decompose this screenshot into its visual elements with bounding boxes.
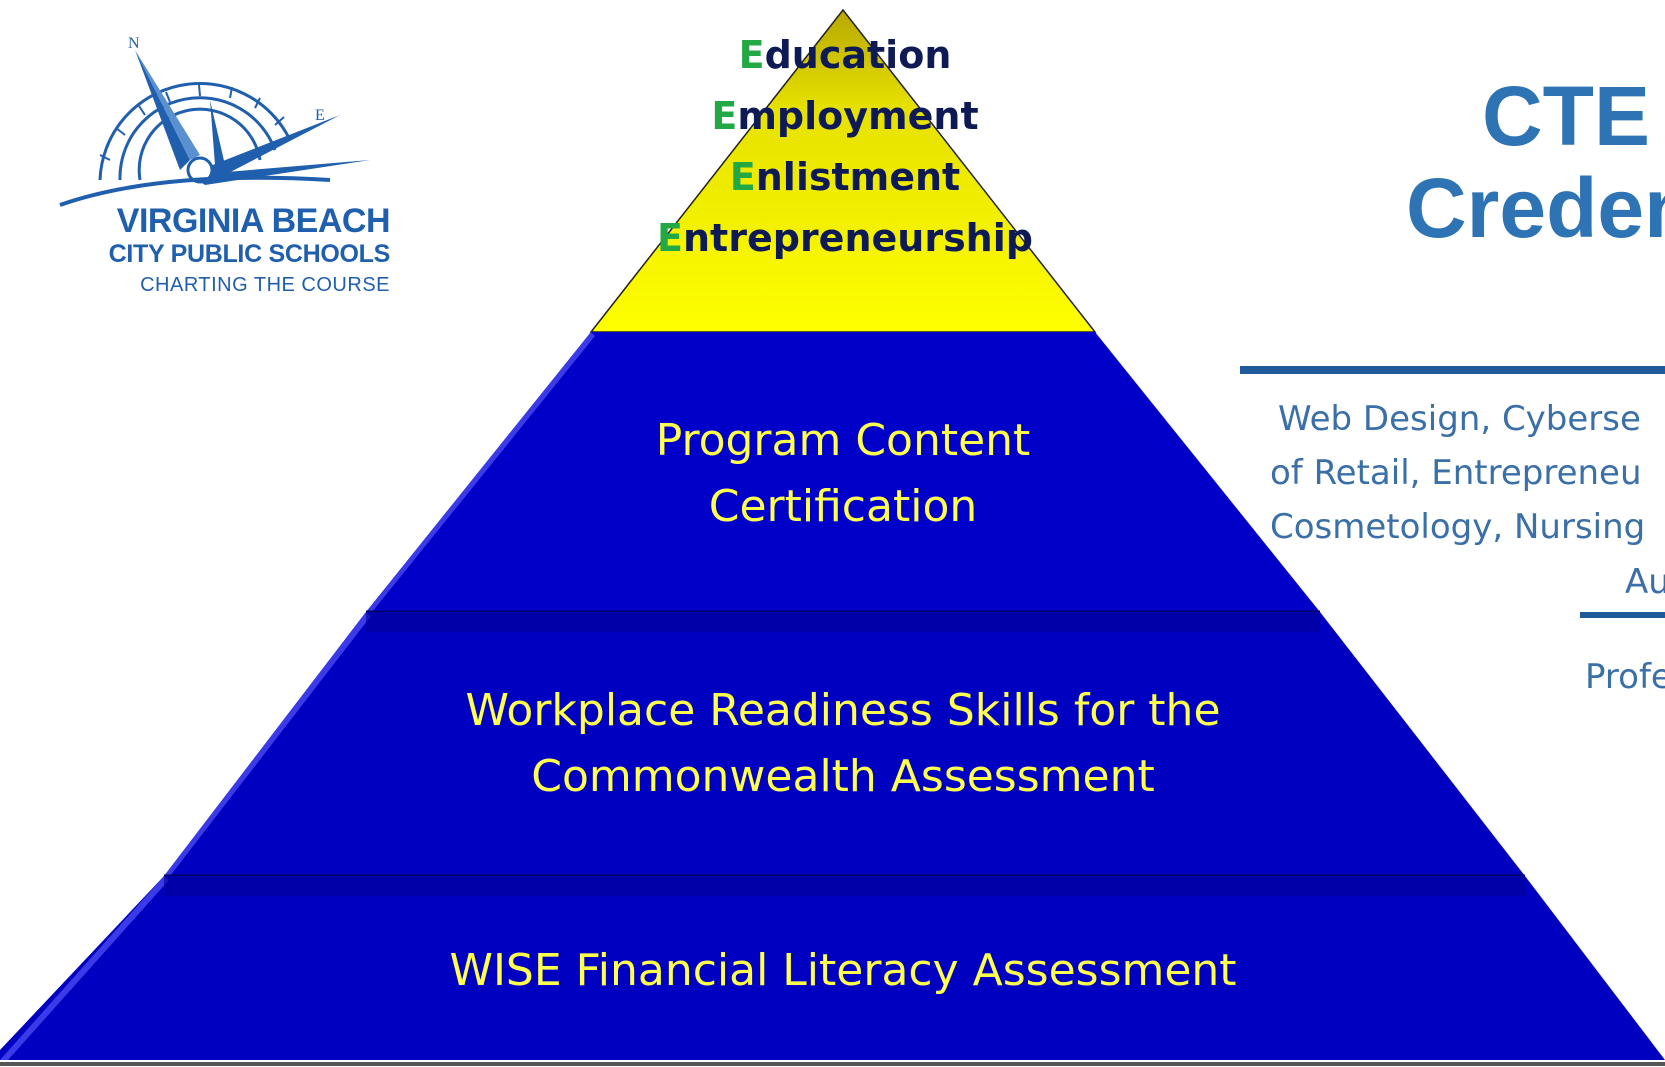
top-item-employment: Employment	[711, 94, 979, 138]
pyramid-layer-program	[366, 332, 1320, 612]
top-item-entrepreneurship: Entrepreneurship	[657, 216, 1033, 260]
district-logo: N E VIRGINIA BEACH CITY PUBLIC SCHOOLS C…	[40, 30, 410, 310]
logo-line-city-public-schools: CITY PUBLIC SCHOOLS	[108, 240, 391, 268]
logo-line-virginia-beach: VIRGINIA BEACH	[116, 202, 391, 240]
title-line-2: Creden	[1406, 161, 1665, 255]
layer-label-wise: WISE Financial Literacy Assessment	[449, 945, 1237, 996]
layer-label-workplace: Workplace Readiness Skills for the Commo…	[465, 685, 1221, 802]
layer-label-program: Program Content Certification	[655, 415, 1031, 532]
top-item-enlistment: Enlistment	[729, 155, 961, 199]
pyramid-layer-workplace	[164, 612, 1525, 876]
section-divider	[1580, 612, 1665, 618]
professional-text: Profe	[1585, 657, 1665, 697]
compass-rose-icon: N E	[59, 35, 370, 207]
compass-e: E	[315, 107, 325, 124]
compass-n: N	[128, 35, 140, 52]
title-divider	[1240, 366, 1665, 374]
title-line-1: CTE S	[1482, 69, 1665, 163]
pyramid-top-list: Education Employment Enlistment Entrepre…	[600, 25, 1090, 269]
credential-description: Web Design, Cyberse of Retail, Entrepren…	[1270, 399, 1646, 547]
pyramid-layer-wise	[0, 876, 1665, 1060]
logo-tagline: CHARTING THE COURSE	[140, 274, 390, 296]
credential-description-continued: Au	[1625, 562, 1665, 602]
top-item-education: Education	[738, 33, 952, 77]
